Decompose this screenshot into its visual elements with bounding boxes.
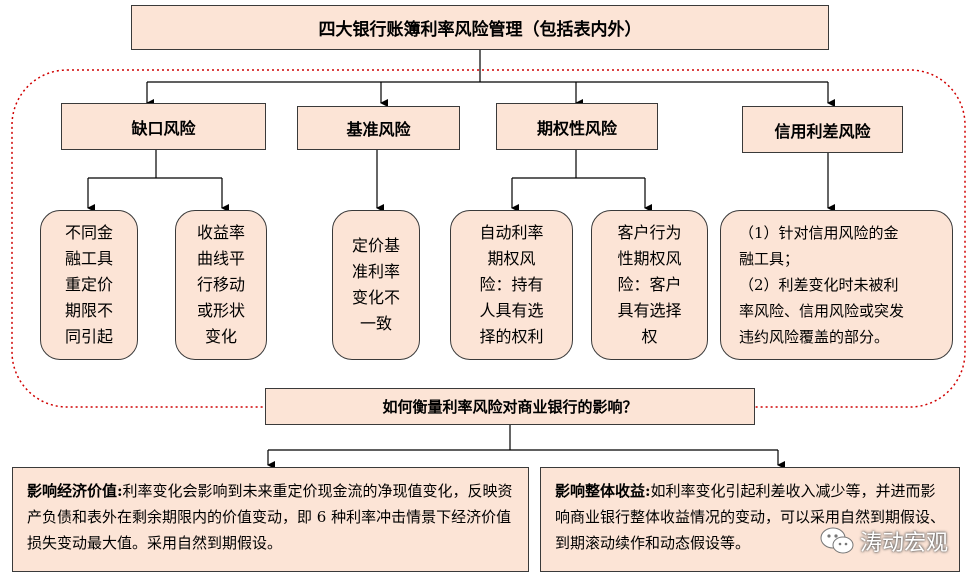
category-label: 信用利差风险 bbox=[774, 121, 871, 141]
leaf-gap-repricing: 不同金 融工具 重定价 期限不 同引起 bbox=[40, 210, 138, 360]
wechat-icon bbox=[820, 527, 854, 554]
leaf-text: 自动利率 期权风 险：持有 人具有选 择的权利 bbox=[479, 223, 544, 346]
leaf-text: 客户行为 性期权风 险：客户 具有选择 权 bbox=[617, 223, 682, 346]
category-gap-risk: 缺口风险 bbox=[61, 103, 266, 150]
overall-earnings-box: 影响整体收益:如利率变化引起利差收入减少等，并进而影响商业银行整体收益情况的变动… bbox=[540, 467, 960, 572]
leaf-text: 不同金 融工具 重定价 期限不 同引起 bbox=[64, 223, 113, 346]
category-option-risk: 期权性风险 bbox=[496, 103, 658, 150]
leaf-credit-spread: （1）针对信用风险的金 融工具； （2）利差变化时未被利 率风险、信用风险或突发… bbox=[720, 210, 953, 360]
question-text: 如何衡量利率风险对商业银行的影响？ bbox=[382, 398, 638, 416]
leaf-text: （1）针对信用风险的金 融工具； （2）利差变化时未被利 率风险、信用风险或突发… bbox=[739, 224, 905, 346]
question-box: 如何衡量利率风险对商业银行的影响？ bbox=[265, 388, 755, 425]
category-basis-risk: 基准风险 bbox=[297, 106, 460, 150]
category-credit-spread-risk: 信用利差风险 bbox=[742, 106, 903, 153]
title-text: 四大银行账簿利率风险管理（包括表内外） bbox=[318, 20, 642, 40]
economic-value-box: 影响经济价值:利率变化会影响到未来重定价现金流的净现值变化，反映资产负债和表外在… bbox=[12, 467, 529, 572]
leaf-text: 定价基 准利率 变化不 一致 bbox=[351, 236, 400, 333]
overall-earnings-label: 影响整体收益: bbox=[555, 482, 651, 500]
economic-value-label: 影响经济价值: bbox=[27, 482, 123, 500]
leaf-option-automatic: 自动利率 期权风 险：持有 人具有选 择的权利 bbox=[450, 210, 573, 360]
leaf-option-customer: 客户行为 性期权风 险：客户 具有选择 权 bbox=[591, 210, 708, 360]
watermark: 涛动宏观 bbox=[820, 525, 948, 557]
leaf-text: 收益率 曲线平 行移动 或形状 变化 bbox=[196, 223, 245, 346]
watermark-text: 涛动宏观 bbox=[859, 531, 948, 556]
overall-earnings-text: 如利率变化引起利差收入减少等，并进而影响商业银行整体收益情况的变动，可以采用自然… bbox=[555, 482, 946, 552]
leaf-gap-yield-curve: 收益率 曲线平 行移动 或形状 变化 bbox=[175, 210, 267, 360]
economic-value-text: 利率变化会影响到未来重定价现金流的净现值变化，反映资产负债和表外在剩余期限内的价… bbox=[27, 482, 513, 552]
leaf-basis: 定价基 准利率 变化不 一致 bbox=[332, 210, 420, 360]
category-label: 基准风险 bbox=[346, 120, 411, 139]
dotted-group-outline bbox=[11, 69, 966, 408]
title-box: 四大银行账簿利率风险管理（包括表内外） bbox=[131, 5, 829, 50]
category-label: 缺口风险 bbox=[131, 118, 196, 138]
category-label: 期权性风险 bbox=[536, 118, 617, 138]
